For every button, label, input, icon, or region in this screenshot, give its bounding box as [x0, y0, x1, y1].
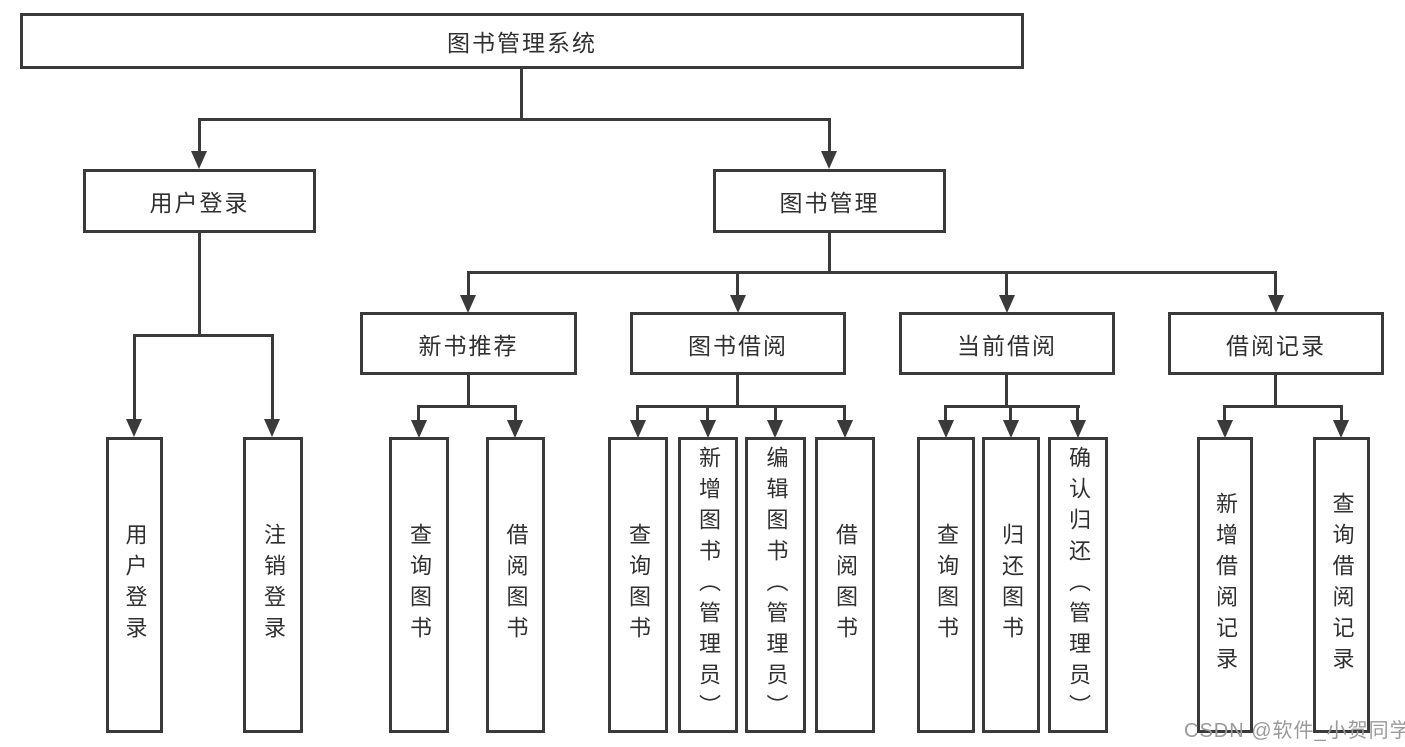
leaf-return-book: 归还图书 [982, 437, 1040, 733]
arrow-down-icon [1003, 420, 1019, 438]
connector-section3-stem [1005, 271, 1008, 297]
node-current-borrowing: 当前借阅 [899, 312, 1115, 375]
leaf-edit-book-admin: 编辑图书（管理员） [745, 437, 806, 733]
connector-s1-hbar [418, 405, 517, 408]
connector-s3-down [1005, 375, 1008, 408]
arrow-down-icon [1217, 420, 1233, 438]
arrow-down-icon [767, 420, 783, 438]
arrow-down-icon [1268, 295, 1284, 313]
connector-leaf-stem [1223, 405, 1226, 421]
connector-root-hbar [198, 118, 831, 121]
arrow-down-icon [460, 295, 476, 313]
connector-book-hbar [467, 271, 1277, 274]
arrow-down-icon [999, 295, 1015, 313]
connector-section1-stem [467, 271, 470, 297]
leaf-add-book-admin: 新增图书（管理员） [678, 437, 738, 733]
connector-user-stem [198, 118, 201, 152]
connector-user-down [198, 233, 201, 337]
leaf-logout: 注销登录 [243, 437, 303, 733]
connector-leaf-stem [1009, 405, 1012, 421]
connector-s2-hbar [636, 405, 846, 408]
arrow-down-icon [837, 420, 853, 438]
arrow-down-icon [730, 295, 746, 313]
arrow-down-icon [191, 151, 207, 169]
node-book-management: 图书管理 [713, 169, 946, 233]
arrow-down-icon [126, 419, 142, 437]
arrow-down-icon [264, 419, 280, 437]
connector-leaf-stem [417, 405, 420, 421]
connector-login-stem [133, 334, 136, 420]
connector-s4-down [1274, 375, 1277, 408]
leaf-query-books-2: 查询图书 [608, 437, 668, 733]
node-user-login: 用户登录 [83, 169, 316, 233]
arrow-down-icon [700, 420, 716, 438]
node-new-book-recommend: 新书推荐 [360, 312, 577, 375]
leaf-query-books-3: 查询图书 [917, 437, 975, 733]
node-borrowing-records: 借阅记录 [1168, 312, 1384, 375]
connector-leaf-stem [1340, 405, 1343, 421]
leaf-query-borrow-record: 查询借阅记录 [1313, 437, 1370, 733]
connector-s3-hbar [944, 405, 1080, 408]
connector-leaf-stem [706, 405, 709, 421]
connector-section2-stem [736, 271, 739, 297]
connector-s1-down [467, 375, 470, 408]
connector-leaf-stem [774, 405, 777, 421]
arrow-down-icon [821, 151, 837, 169]
connector-leaf-stem [636, 405, 639, 421]
connector-leaf-stem [514, 405, 517, 421]
connector-s4-hbar [1223, 405, 1343, 408]
arrow-down-icon [1333, 420, 1349, 438]
leaf-add-borrow-record: 新增借阅记录 [1197, 437, 1253, 733]
connector-user-hbar [133, 334, 274, 337]
leaf-confirm-return-admin: 确认归还（管理员） [1048, 437, 1108, 733]
arrow-down-icon [630, 420, 646, 438]
connector-leaf-stem [1076, 405, 1079, 421]
connector-logout-stem [271, 334, 274, 420]
arrow-down-icon [411, 420, 427, 438]
leaf-query-books-1: 查询图书 [389, 437, 449, 733]
connector-leaf-stem [843, 405, 846, 421]
leaf-borrow-books-1: 借阅图书 [486, 437, 545, 733]
leaf-borrow-books-2: 借阅图书 [815, 437, 875, 733]
connector-book-down [828, 233, 831, 274]
connector-section4-stem [1274, 271, 1277, 297]
node-library-system: 图书管理系统 [20, 13, 1024, 69]
connector-root-stem [520, 69, 523, 121]
connector-book-stem [828, 118, 831, 152]
node-book-borrowing: 图书借阅 [630, 312, 846, 375]
connector-leaf-stem [944, 405, 947, 421]
connector-s2-down [736, 375, 739, 408]
arrow-down-icon [507, 420, 523, 438]
arrow-down-icon [1070, 420, 1086, 438]
csdn-watermark: CSDN @软件_小贺同学 [1184, 720, 1405, 742]
arrow-down-icon [938, 420, 954, 438]
leaf-user-login: 用户登录 [106, 437, 163, 733]
